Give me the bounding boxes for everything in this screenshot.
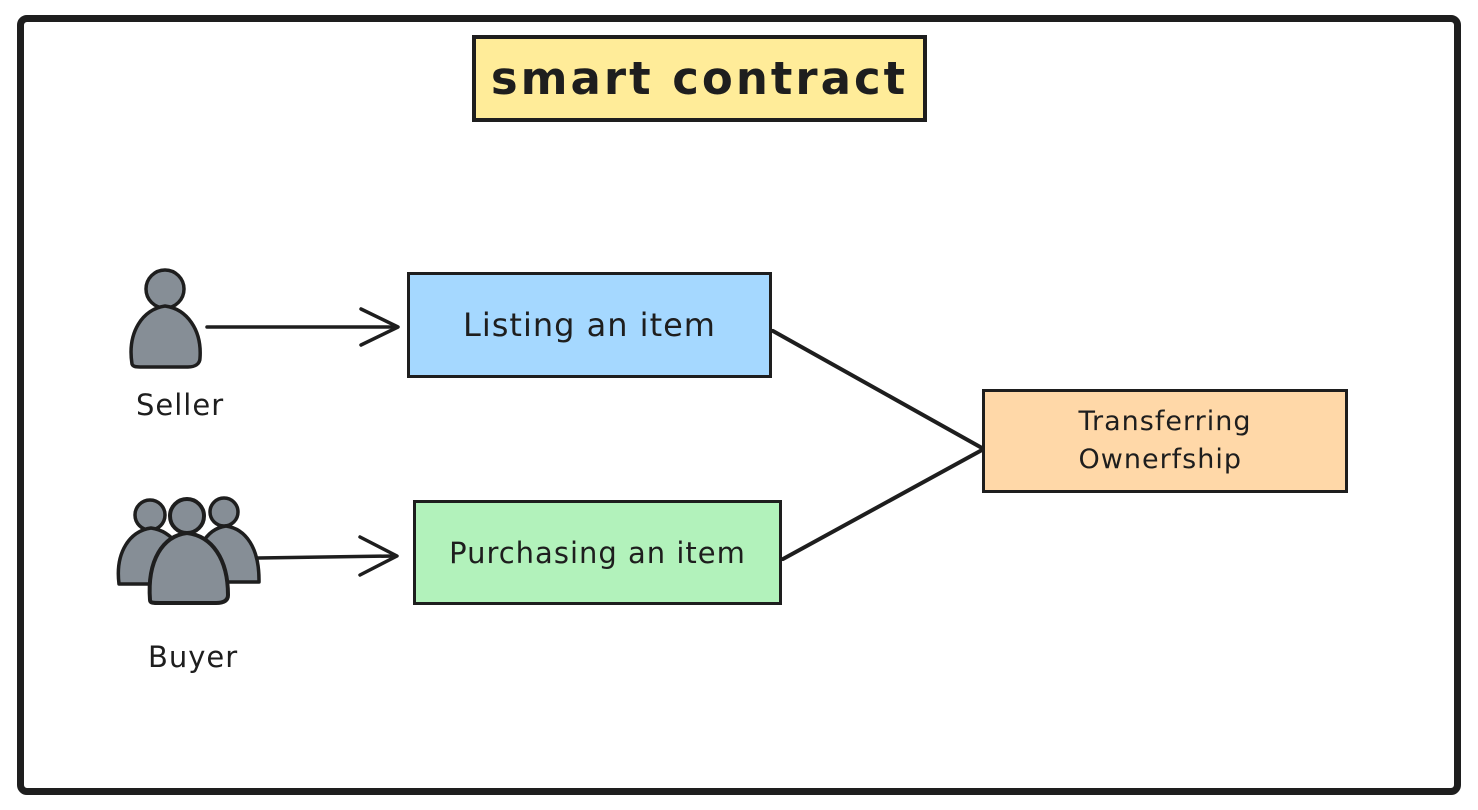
buyer-label: Buyer (148, 640, 239, 674)
title-box: smart contract (472, 35, 927, 122)
node-listing-an-item: Listing an item (407, 272, 772, 378)
node-purchasing-label: Purchasing an item (449, 535, 746, 570)
node-transfer-label: Transferring Ownerfship (1079, 403, 1252, 479)
diagram-title: smart contract (490, 52, 909, 105)
node-transfer-label-line2: Ownerfship (1078, 444, 1242, 475)
node-listing-label: Listing an item (463, 306, 716, 344)
seller-label: Seller (136, 388, 225, 422)
node-purchasing-an-item: Purchasing an item (413, 500, 782, 605)
outer-frame (17, 15, 1461, 795)
node-transferring-ownership: Transferring Ownerfship (982, 389, 1348, 493)
node-transfer-label-line1: Transferring (1078, 406, 1252, 437)
